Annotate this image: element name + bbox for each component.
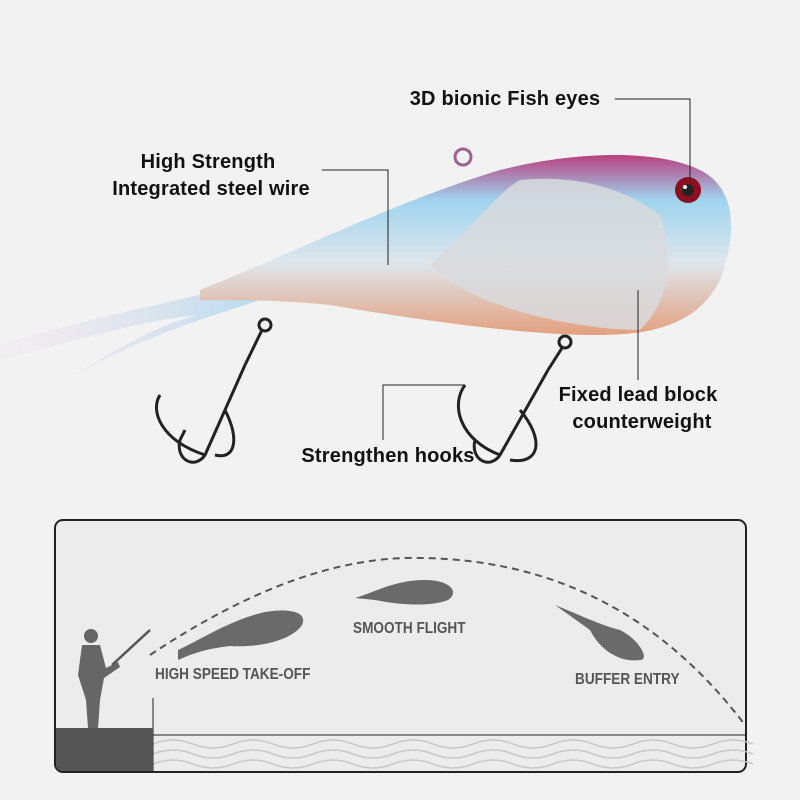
callout-lead-line1: Fixed lead block [558,384,718,406]
dock [56,728,153,771]
treble-hook-icon [155,317,273,464]
lead-block [430,178,669,330]
cast-trajectory [149,556,746,726]
angler-silhouette-icon [78,629,151,728]
line-tie-icon [453,147,473,167]
callout-lead-line2: counterweight [572,411,712,433]
stage-smooth-flight: SMOOTH FLIGHT [353,620,466,637]
flight-panel [54,519,754,773]
stage-take-off: HIGH SPEED TAKE-OFF [155,666,311,683]
callout-wire-line1: High Strength [140,151,276,173]
stage-buffer-entry: BUFFER ENTRY [575,671,680,688]
callout-wire-line2: Integrated steel wire [112,178,310,200]
lure-image [0,147,732,464]
callout-lines [322,98,691,440]
water-waves [152,739,754,769]
lure-tail [0,290,260,385]
treble-hook-icon [456,334,573,464]
lure-silhouette-icon [178,580,644,661]
callout-hooks: Strengthen hooks [301,445,475,467]
callout-eyes: 3D bionic Fish eyes [409,88,601,110]
